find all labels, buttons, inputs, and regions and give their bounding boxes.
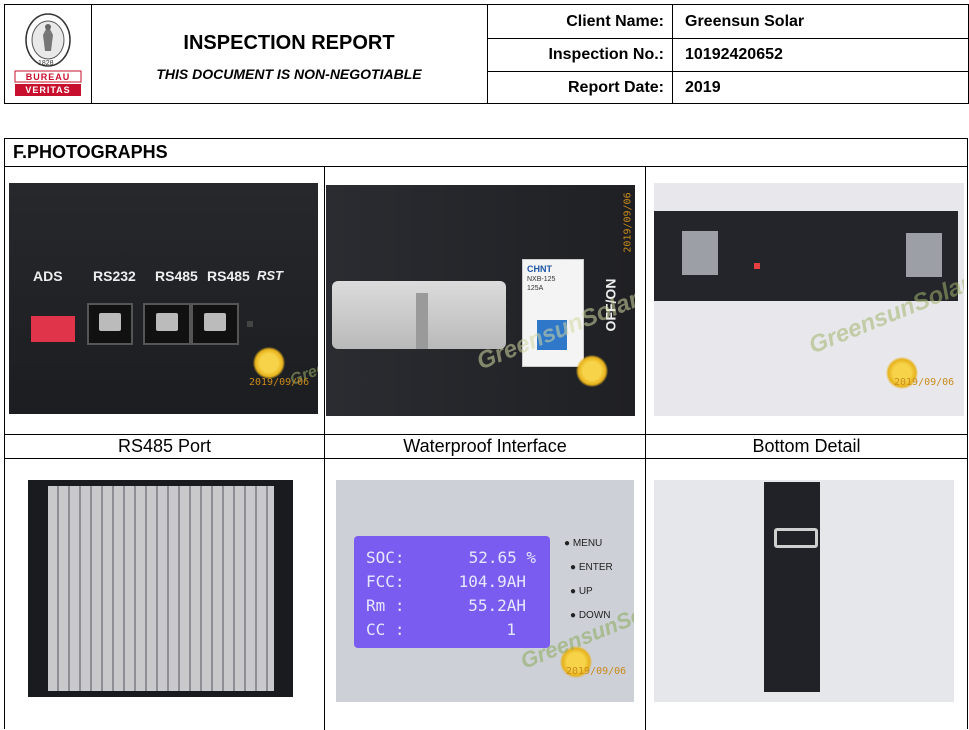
cell-array xyxy=(48,486,274,691)
report-date-label: Report Date: xyxy=(487,71,673,104)
caption-bottom-detail: Bottom Detail xyxy=(752,436,861,456)
label-rst: RST xyxy=(257,268,283,283)
button-enter-label: ENTER xyxy=(578,562,613,573)
photo-lcd-display: SOC: 52.65 % FCC: 104.9AH Rm : 55.2AH CC… xyxy=(336,480,634,702)
power-connector-right xyxy=(906,233,942,277)
label-rs485-a: RS485 xyxy=(155,268,198,284)
logo-veritas: VERITAS xyxy=(25,85,71,95)
lcd-row-rm: Rm : 55.2AH xyxy=(366,596,526,616)
photo-waterproof-interface: CHNT NXB-125 125A OFF/ON GreensunSolar 2… xyxy=(326,185,635,416)
label-rs232: RS232 xyxy=(93,268,136,284)
photographs-section: F.PHOTOGRAPHS RS485 Port Waterproof Inte… xyxy=(4,138,968,730)
logo-bureau: BUREAU xyxy=(25,72,71,82)
watermark-logo-icon xyxy=(886,357,918,389)
breaker-toggle xyxy=(537,320,567,350)
caption-waterproof-interface: Waterproof Interface xyxy=(403,436,567,456)
photo-date: 2019/09/06 xyxy=(566,666,627,677)
breaker-brand: CHNT xyxy=(527,264,552,274)
button-up: ● UP xyxy=(570,586,593,597)
rj45-port-rs485-a xyxy=(143,303,191,345)
logo-year: 1828 xyxy=(38,60,54,67)
lcd-fcc-key: FCC: xyxy=(366,572,405,591)
label-ads: ADS xyxy=(33,268,63,284)
photo-rs485-port: ADS RS232 RS485 RS485 RST GreensunSolar … xyxy=(9,183,318,414)
report-date-value: 2019 xyxy=(685,79,721,96)
lcd-fcc-value: 104.9AH xyxy=(458,572,526,591)
battery-handle xyxy=(774,528,818,548)
button-enter: ● ENTER xyxy=(570,562,613,573)
connector-slot xyxy=(416,293,428,349)
button-down-label: DOWN xyxy=(578,610,611,621)
photo-date: 2019/09/06 xyxy=(894,377,955,388)
photo-date: 2019/09/06 xyxy=(622,192,634,253)
lcd-row-soc: SOC: 52.65 % xyxy=(366,548,536,568)
caption-rs485-port: RS485 Port xyxy=(117,436,212,456)
client-name-label: Client Name: xyxy=(487,5,673,38)
logo-cell: 1828 BUREAU VERITAS xyxy=(5,5,92,103)
section-title: F.PHOTOGRAPHS xyxy=(13,142,168,162)
lcd-soc-key: SOC: xyxy=(366,548,405,567)
photo-side-view xyxy=(654,480,954,702)
lcd-cc-key: CC : xyxy=(366,620,405,639)
title-cell: INSPECTION REPORT THIS DOCUMENT IS NON-N… xyxy=(91,5,488,103)
report-date-row: Report Date: 2019 xyxy=(487,71,969,104)
battery-case-side xyxy=(764,482,820,692)
status-led xyxy=(754,263,760,269)
rj45-port-rs232 xyxy=(87,303,133,345)
button-up-label: UP xyxy=(578,586,593,597)
inspection-no-value: 10192420652 xyxy=(685,46,783,63)
photo-date: 2019/09/06 xyxy=(249,377,310,388)
battery-front-panel xyxy=(654,211,958,301)
bureau-veritas-logo xyxy=(14,13,82,96)
client-name-row: Client Name: Greensun Solar xyxy=(487,5,969,38)
lcd-cc-value: 1 xyxy=(506,620,516,639)
watermark-logo-icon xyxy=(560,646,592,678)
report-subtitle: THIS DOCUMENT IS NON-NEGOTIABLE xyxy=(156,66,422,82)
photo-battery-cells xyxy=(28,480,293,697)
lcd-rm-key: Rm : xyxy=(366,596,405,615)
reset-hole xyxy=(247,321,253,327)
dip-switch xyxy=(31,316,75,342)
breaker-rating: 125A xyxy=(527,285,544,292)
lcd-row-cc: CC : 1 xyxy=(366,620,516,640)
inspection-no-label: Inspection No.: xyxy=(487,38,673,71)
watermark-logo-icon xyxy=(253,347,285,379)
rj45-port-rs485-b xyxy=(191,303,239,345)
lcd-screen xyxy=(354,536,550,648)
lcd-rm-value: 55.2AH xyxy=(468,596,526,615)
lcd-soc-value: 52.65 % xyxy=(468,548,536,567)
client-name-value: Greensun Solar xyxy=(685,13,805,30)
breaker-model: NXB-125 xyxy=(527,276,556,283)
report-header: 1828 BUREAU VERITAS INSPECTION REPORT TH… xyxy=(4,4,969,104)
button-menu: ● MENU xyxy=(564,538,603,549)
inspection-no-row: Inspection No.: 10192420652 xyxy=(487,38,969,71)
lcd-row-fcc: FCC: 104.9AH xyxy=(366,572,526,592)
circuit-breaker: CHNT NXB-125 125A xyxy=(522,259,584,367)
label-rs485-b: RS485 xyxy=(207,268,250,284)
photo-bottom-detail: GreensunSolar 2019/09/06 xyxy=(654,183,964,416)
power-connector-left xyxy=(682,231,718,275)
report-title: INSPECTION REPORT xyxy=(183,32,395,54)
button-menu-label: MENU xyxy=(572,538,603,549)
watermark-logo-icon xyxy=(576,355,608,387)
button-down: ● DOWN xyxy=(570,610,611,621)
